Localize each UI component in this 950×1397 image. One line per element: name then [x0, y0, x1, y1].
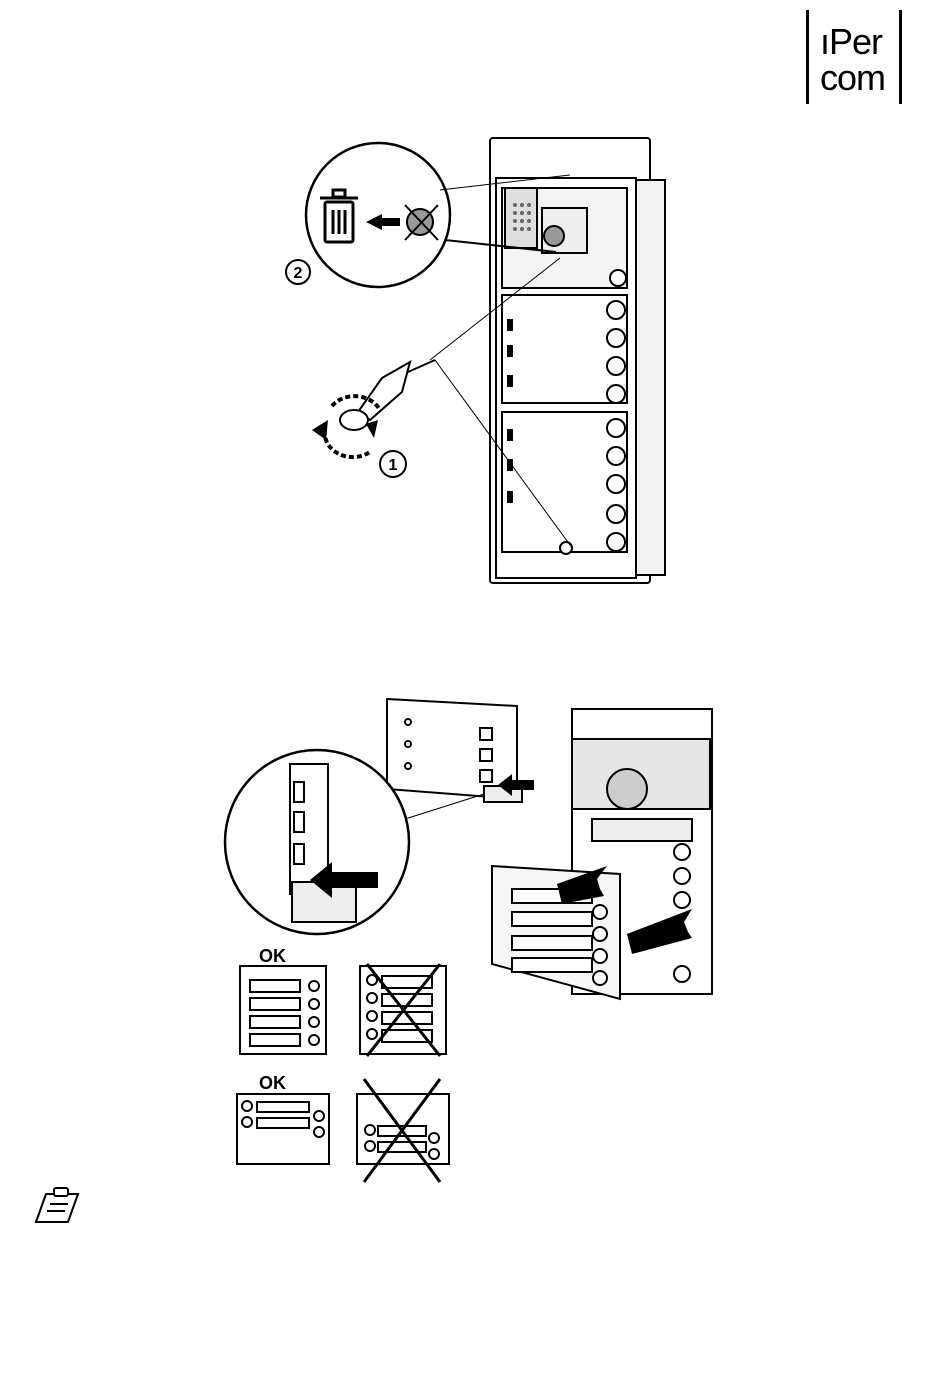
bottom-screw: [560, 542, 572, 554]
callout-2: 2: [286, 260, 310, 284]
logo-text-line2: com: [820, 60, 885, 96]
clipboard-note-icon: [30, 1180, 82, 1226]
svg-text:OK: OK: [259, 946, 286, 966]
logo-bar-right: [899, 10, 902, 104]
button-module-inserting: [492, 866, 620, 999]
svg-text:2: 2: [294, 265, 303, 282]
callout-1: 1: [380, 451, 406, 477]
example-4-button-wrong: [360, 964, 446, 1056]
percom-logo: ıPer com: [806, 10, 902, 104]
camera-lens: [544, 226, 564, 246]
svg-text:OK: OK: [259, 1073, 286, 1093]
example-2-button-ok: OK: [237, 1073, 329, 1164]
example-4-button-ok: OK: [240, 946, 326, 1054]
figure-label-insertion: OK OK: [222, 694, 728, 1184]
figure-camera-removal: 2 1: [270, 130, 690, 595]
svg-text:1: 1: [389, 457, 398, 474]
logo-text-line1: ıPer: [820, 24, 882, 60]
example-2-button-wrong: [357, 1079, 449, 1182]
logo-bar-left: [806, 10, 809, 104]
